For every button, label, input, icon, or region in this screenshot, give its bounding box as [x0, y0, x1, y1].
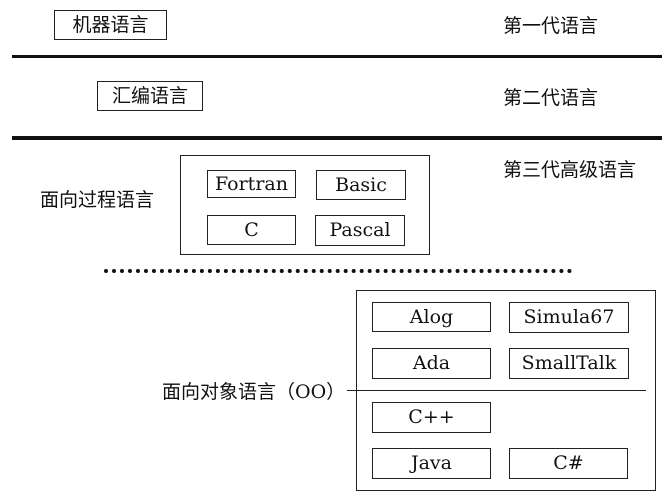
assembly-language-label: 汇编语言 [111, 84, 188, 107]
language-label-alog: Alog [409, 305, 454, 328]
object-oriented-languages-label: 面向对象语言（OO） [162, 381, 348, 403]
dotted-divider [104, 269, 572, 273]
language-box-fortran: Fortran [207, 170, 296, 198]
language-box-pascal: Pascal [315, 215, 405, 246]
separator-line-1 [12, 55, 662, 58]
assembly-language-box: 汇编语言 [97, 81, 203, 111]
language-box-csharp: C# [509, 448, 628, 479]
third-generation-label: 第三代高级语言 [503, 159, 637, 181]
language-label-cpp: C++ [408, 406, 455, 428]
language-box-smalltalk: SmallTalk [509, 348, 629, 379]
language-box-basic: Basic [316, 170, 406, 200]
language-label-ada: Ada [412, 352, 451, 374]
first-generation-label: 第一代语言 [503, 15, 599, 37]
language-box-alog: Alog [372, 302, 491, 332]
language-box-c: C [207, 215, 296, 245]
language-label-pascal: Pascal [329, 219, 391, 241]
procedural-languages-label: 面向过程语言 [40, 189, 155, 211]
language-box-cpp: C++ [372, 402, 491, 433]
procedural-languages-group [180, 155, 430, 255]
language-box-ada: Ada [372, 348, 491, 379]
language-label-smalltalk: SmallTalk [521, 352, 617, 374]
language-label-java: Java [410, 452, 452, 474]
language-label-basic: Basic [335, 173, 387, 196]
language-box-java: Java [372, 448, 491, 479]
language-box-simula67: Simula67 [509, 302, 629, 333]
second-generation-label: 第二代语言 [503, 87, 599, 109]
language-label-simula67: Simula67 [523, 306, 615, 328]
language-label-c: C [244, 218, 259, 241]
oo-group-divider [344, 390, 646, 391]
machine-language-box: 机器语言 [54, 10, 167, 40]
language-label-fortran: Fortran [215, 172, 288, 195]
separator-line-2 [12, 136, 662, 140]
machine-language-label: 机器语言 [72, 13, 149, 36]
language-label-csharp: C# [553, 452, 584, 474]
